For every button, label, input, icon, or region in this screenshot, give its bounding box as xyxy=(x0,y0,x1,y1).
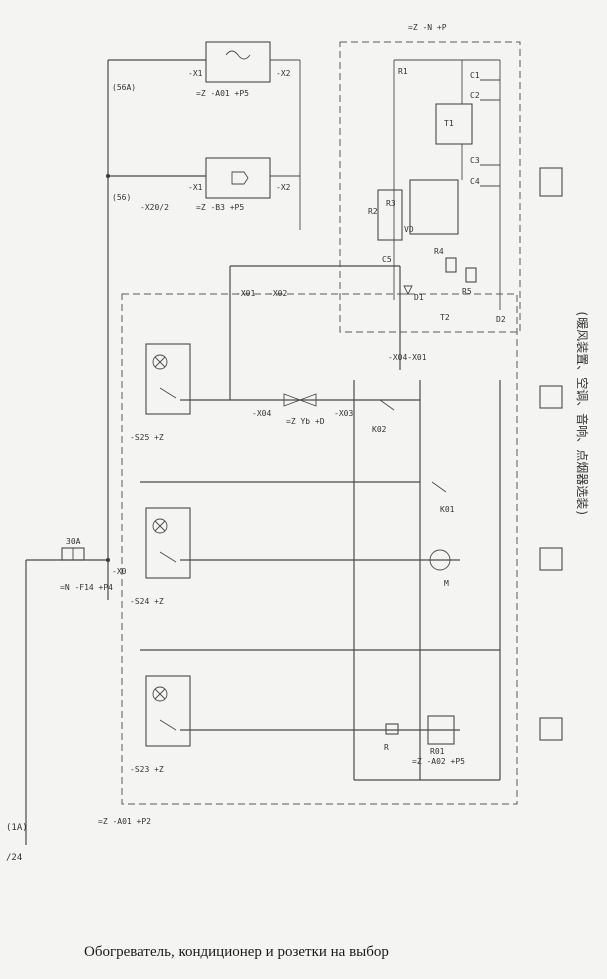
label-x1-top: -X1 xyxy=(188,69,203,78)
block-b3 xyxy=(205,157,271,199)
switch-s25 xyxy=(145,343,191,415)
switch-icon xyxy=(159,551,177,563)
label-f14: =N -F14 +P4 xyxy=(60,583,113,592)
label-t2: T2 xyxy=(440,313,450,322)
label-x04x01: -X04-X01 xyxy=(388,353,427,362)
ic-block xyxy=(409,179,459,235)
label-ref-1a: (1A) xyxy=(6,823,28,833)
label-a01-left: =Z -A01 +P2 xyxy=(98,817,151,826)
label-c5: C5 xyxy=(382,255,392,264)
resistor-r4 xyxy=(445,257,457,273)
label-vd: VD xyxy=(404,225,414,234)
label-m: M xyxy=(444,579,449,588)
socket-icon xyxy=(231,171,249,185)
label-x2-top: -X2 xyxy=(276,69,291,78)
page-caption: Обогреватель, кондиционер и розетки на в… xyxy=(84,944,389,960)
label-x01: -X01 xyxy=(236,289,255,298)
motor-icon xyxy=(429,549,451,571)
resistor-r xyxy=(385,723,399,735)
switch-icon xyxy=(159,387,177,399)
label-r01: R01 xyxy=(430,747,445,756)
label-x1-mid: -X1 xyxy=(188,183,203,192)
label-ref-56: (56) xyxy=(112,193,131,202)
resistor-r5 xyxy=(465,267,477,283)
label-x02: -X02 xyxy=(268,289,287,298)
label-ref-24: /24 xyxy=(6,853,22,863)
label-r1: R1 xyxy=(398,67,408,76)
heater-icon xyxy=(427,715,455,745)
lamp-icon xyxy=(152,686,168,702)
label-x202: -X20/2 xyxy=(140,203,169,212)
fan-icon xyxy=(539,167,563,197)
label-b3: =Z -B3 +P5 xyxy=(196,203,244,212)
label-a01-top: =Z -A01 +P5 xyxy=(196,89,249,98)
control-module-frame xyxy=(339,41,521,333)
heater-icon xyxy=(539,547,563,571)
lamp-icon xyxy=(152,354,168,370)
label-d2: D2 xyxy=(496,315,506,324)
label-k01: K01 xyxy=(440,505,455,514)
label-ref-56a: (56A) xyxy=(112,83,136,92)
label-s23: -S23 +Z xyxy=(130,765,164,774)
fan-icon xyxy=(539,385,563,409)
label-r5: R5 xyxy=(462,287,472,296)
block-a01-top xyxy=(205,41,271,83)
label-a02: =Z -A02 +P5 xyxy=(412,757,465,766)
label-r2: R2 xyxy=(368,207,378,216)
label-r4: R4 xyxy=(434,247,444,256)
switch-panel-frame xyxy=(121,293,518,805)
switch-icon xyxy=(159,719,177,731)
label-x04: -X04 xyxy=(252,409,271,418)
transformer-t1 xyxy=(435,103,473,145)
label-s24: -S24 +Z xyxy=(130,597,164,606)
valve-yb xyxy=(283,393,302,407)
label-t1: T1 xyxy=(444,119,454,128)
label-c4: C4 xyxy=(470,177,480,186)
label-r: R xyxy=(384,743,389,752)
switch-s23 xyxy=(145,675,191,747)
label-x03: -X03 xyxy=(334,409,353,418)
label-yb: =Z Yb +D xyxy=(286,417,325,426)
label-k02: K02 xyxy=(372,425,387,434)
label-x0: -X0 xyxy=(112,567,127,576)
speaker-icon xyxy=(225,50,251,60)
label-d1: D1 xyxy=(414,293,424,302)
label-r3: R3 xyxy=(386,199,396,208)
label-fuse-rating: 30A xyxy=(66,537,81,546)
side-note: (暖风装置、空调、音响、点烟器选装) xyxy=(575,310,590,516)
label-s25: -S25 +Z xyxy=(130,433,164,442)
lamp-icon xyxy=(152,518,168,534)
diode-d1 xyxy=(403,285,413,296)
label-c3: C3 xyxy=(470,156,480,165)
label-top-ref: =Z -N +P xyxy=(408,23,447,32)
sub-circuit xyxy=(377,189,403,241)
label-c1: C1 xyxy=(470,71,480,80)
label-c2: C2 xyxy=(470,91,480,100)
switch-s24 xyxy=(145,507,191,579)
relay-icon xyxy=(431,481,447,493)
label-x2-mid: -X2 xyxy=(276,183,291,192)
relay-icon xyxy=(379,399,395,411)
socket-icon xyxy=(539,717,563,741)
